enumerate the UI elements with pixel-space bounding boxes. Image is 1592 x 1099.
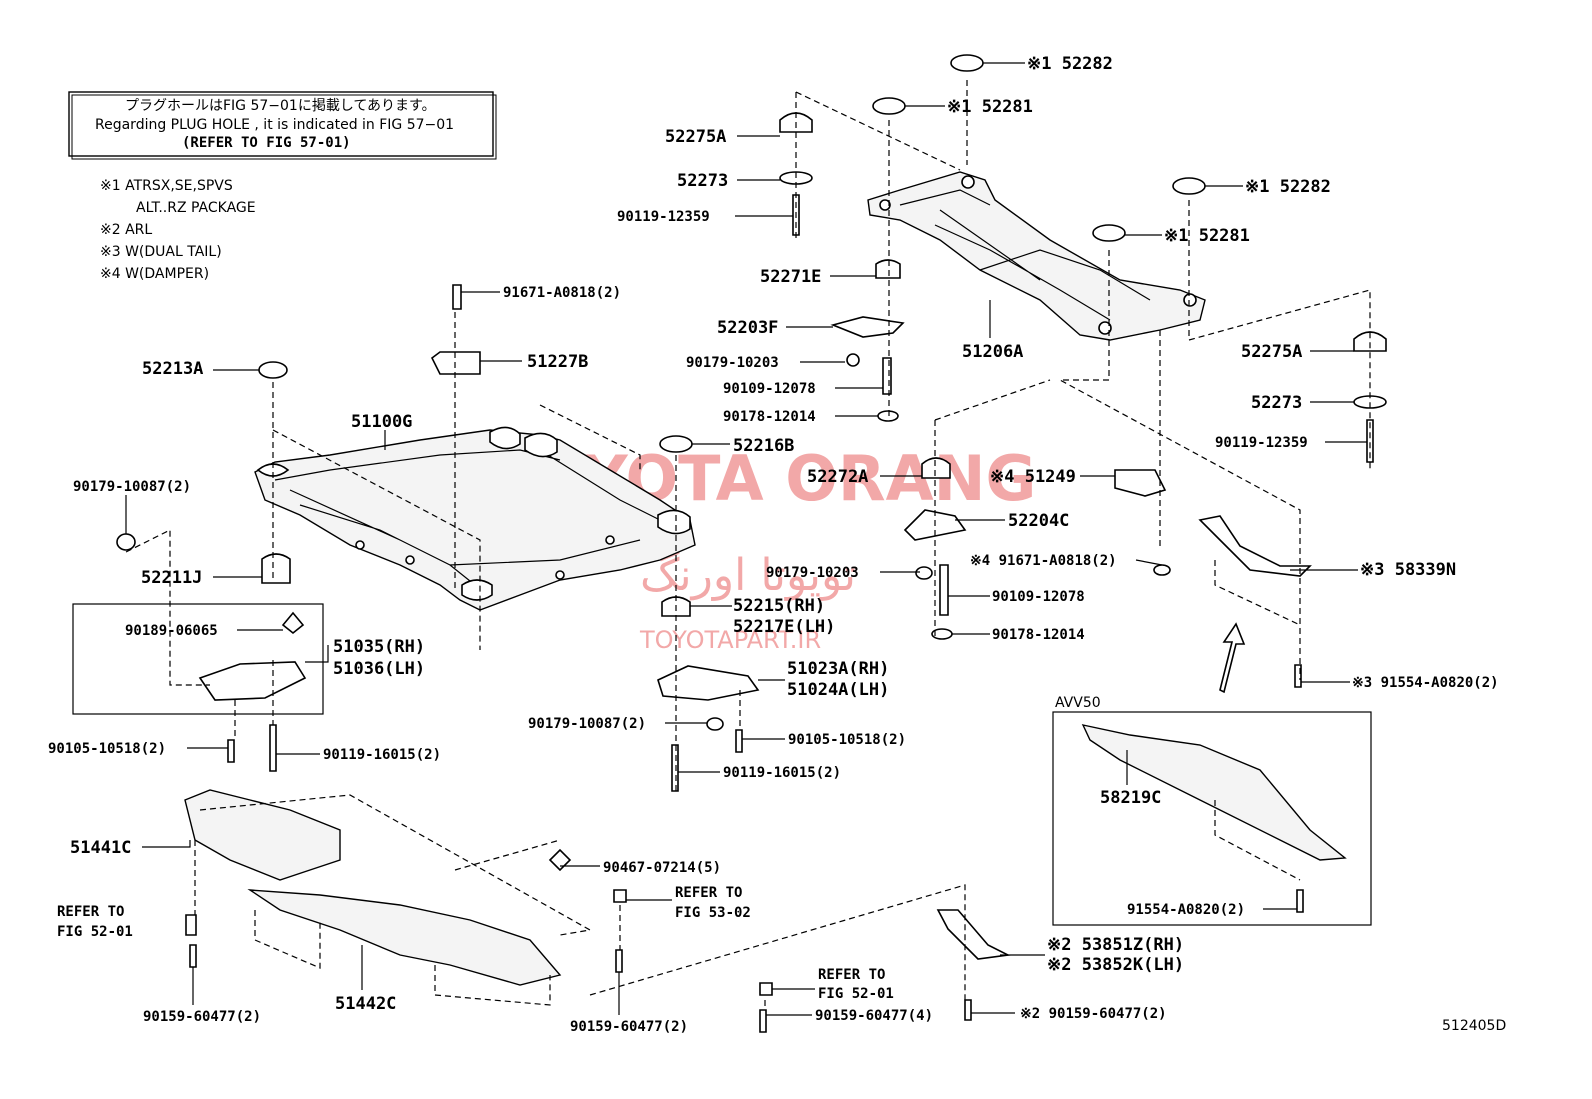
label-52211j: 52211J: [141, 568, 202, 588]
label-52281-top: ※1 52281: [947, 97, 1033, 117]
label-refer-fig-52-01-left-line2: FIG 52-01: [57, 924, 133, 940]
label-90109-12078-top: 90109-12078: [723, 381, 816, 397]
label-90189-06065: 90189-06065: [125, 623, 218, 639]
label-91554-a0820-right: ※3 91554-A0820(2): [1352, 675, 1499, 691]
label-52275a-left: 52275A: [665, 127, 726, 147]
label-52203f: 52203F: [717, 318, 778, 338]
label-51024a: 51024A(LH): [787, 680, 889, 700]
label-90109-12078-mid: 90109-12078: [992, 589, 1085, 605]
avv50-box: AVV50: [1052, 695, 1372, 926]
label-51441c: 51441C: [70, 838, 131, 858]
label-51442c: 51442C: [335, 994, 396, 1014]
label-51249: ※4 51249: [990, 467, 1076, 487]
label-53851z: ※2 53851Z(RH): [1047, 935, 1184, 955]
label-90119-12359-left: 90119-12359: [617, 209, 710, 225]
label-52273-right: 52273: [1251, 393, 1302, 413]
notice-japanese: プラグホールはFIG 57−01に掲載してあります。: [125, 98, 436, 114]
label-90179-10087-mid: 90179-10087(2): [528, 716, 646, 732]
label-52213a: 52213A: [142, 359, 203, 379]
label-refer-fig-52-01-right-line1: REFER TO: [818, 967, 885, 983]
label-51227b: 51227B: [527, 352, 588, 372]
label-90159-60477-4: 90159-60477(4): [815, 1008, 933, 1024]
notice-english: Regarding PLUG HOLE , it is indicated in…: [95, 117, 454, 133]
label-53852k: ※2 53852K(LH): [1047, 955, 1184, 975]
label-refer-fig-52-01-right-line2: FIG 52-01: [818, 986, 894, 1002]
label-52282-right: ※1 52282: [1245, 177, 1331, 197]
label-90159-60477-mid: 90159-60477(2): [570, 1019, 688, 1035]
label-52272a: 52272A: [807, 467, 868, 487]
footnote-3: ※3 W(DUAL TAIL): [100, 244, 222, 260]
footnote-4: ※4 W(DAMPER): [100, 266, 209, 282]
label-90159-60477-right: ※2 90159-60477(2): [1020, 1006, 1167, 1022]
under-covers: [184, 789, 1011, 1033]
label-90178-12014-mid: 90178-12014: [992, 627, 1085, 643]
footnote-1: ※1 ATRSX,SE,SPVS: [100, 178, 233, 194]
label-91671-a0818-right: ※4 91671-A0818(2): [970, 553, 1117, 569]
label-51023a: 51023A(RH): [787, 659, 889, 679]
label-52271e: 52271E: [760, 267, 821, 287]
label-52204c: 52204C: [1008, 511, 1069, 531]
label-51100g: 51100G: [351, 412, 412, 432]
part-labels: ※1 52282 ※1 52281 52275A 52273 90119-123…: [48, 54, 1499, 1035]
footnote-1-cont: ALT..RZ PACKAGE: [136, 200, 256, 216]
label-51036: 51036(LH): [333, 659, 425, 679]
label-52215: 52215(RH): [733, 596, 825, 616]
label-51035: 51035(RH): [333, 637, 425, 657]
label-90105-10518-mid: 90105-10518(2): [788, 732, 906, 748]
assembly-dash-lines: [125, 80, 1371, 1010]
label-90159-60477-left: 90159-60477(2): [143, 1009, 261, 1025]
label-58219c: 58219C: [1100, 788, 1161, 808]
label-52275a-right: 52275A: [1241, 342, 1302, 362]
notice-reference: (REFER TO FIG 57-01): [182, 135, 351, 151]
front-crossmember: [254, 426, 696, 611]
footnote-2: ※2 ARL: [100, 222, 152, 238]
label-90179-10087-left: 90179-10087(2): [73, 479, 191, 495]
label-52217e: 52217E(LH): [733, 617, 835, 637]
label-90467-07214: 90467-07214(5): [603, 860, 721, 876]
label-90119-16015-mid: 90119-16015(2): [723, 765, 841, 781]
small-parts: [116, 54, 1387, 792]
label-58339n: ※3 58339N: [1360, 560, 1456, 580]
rear-crossmember: [867, 171, 1206, 341]
label-52216b: 52216B: [733, 436, 794, 456]
label-91671-a0818-left: 91671-A0818(2): [503, 285, 621, 301]
label-51206a: 51206A: [962, 342, 1023, 362]
label-90179-10203-top: 90179-10203: [686, 355, 779, 371]
figure-code: 512405D: [1442, 1018, 1506, 1034]
label-90178-12014-top: 90178-12014: [723, 409, 816, 425]
label-90119-16015-left: 90119-16015(2): [323, 747, 441, 763]
label-90119-12359-right: 90119-12359: [1215, 435, 1308, 451]
mount-detail-box: [72, 603, 324, 715]
watermark-site: TOYOTAPART.IR: [639, 626, 821, 654]
label-90105-10518-left: 90105-10518(2): [48, 741, 166, 757]
label-91554-a0820-box: 91554-A0820(2): [1127, 902, 1245, 918]
label-refer-fig-53-02-line1: REFER TO: [675, 885, 742, 901]
label-90179-10203-mid: 90179-10203: [766, 565, 859, 581]
avv50-label: AVV50: [1055, 695, 1101, 711]
label-52273-left: 52273: [677, 171, 728, 191]
label-refer-fig-52-01-left-line1: REFER TO: [57, 904, 124, 920]
leader-lines: [125, 62, 1367, 1016]
footnotes: ※1 ATRSX,SE,SPVS ALT..RZ PACKAGE ※2 ARL …: [100, 178, 256, 282]
label-52282-top: ※1 52282: [1027, 54, 1113, 74]
notice-box: プラグホールはFIG 57−01に掲載してあります。 Regarding PLU…: [68, 91, 497, 160]
label-refer-fig-53-02-line2: FIG 53-02: [675, 905, 751, 921]
label-52281-right: ※1 52281: [1164, 226, 1250, 246]
